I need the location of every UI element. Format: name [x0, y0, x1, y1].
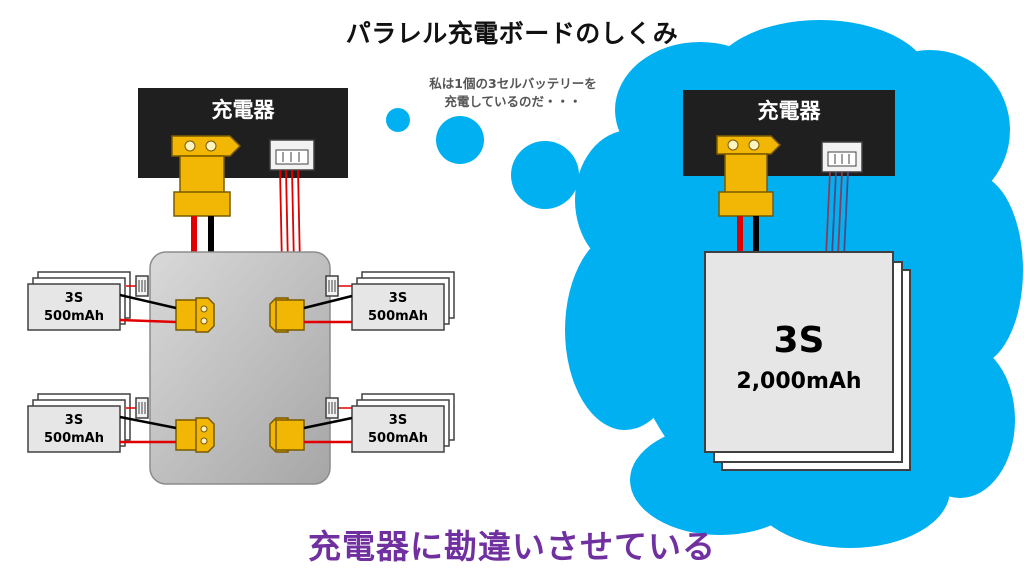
battery-br-cells: 3S	[389, 413, 407, 428]
right-leads	[737, 171, 849, 257]
battery-top-right	[303, 271, 455, 331]
thought-bubble-large	[511, 141, 579, 209]
thought-text: 私は1個の3セルバッテリーを 充電しているのだ・・・	[393, 75, 633, 111]
left-charger-label: 充電器	[212, 98, 276, 122]
right-charger: 充電器	[683, 90, 895, 217]
page-title: パラレル充電ボードのしくみ	[345, 19, 679, 48]
battery-tr-capacity: 500mAh	[368, 309, 428, 324]
battery-bl-capacity: 500mAh	[44, 431, 104, 446]
board-connector-tr	[269, 297, 305, 333]
thought-line-1: 私は1個の3セルバッテリーを	[429, 76, 597, 91]
battery-tl-capacity: 500mAh	[44, 309, 104, 324]
thought-bubble-small	[386, 108, 410, 132]
board-connector-bl	[175, 417, 215, 453]
battery-bottom-right	[303, 393, 455, 453]
board-connector-tl	[175, 297, 215, 333]
battery-br-capacity: 500mAh	[368, 431, 428, 446]
thought-bubbles	[386, 108, 579, 209]
left-charger: 充電器	[138, 88, 348, 217]
battery-bl-cells: 3S	[65, 413, 83, 428]
battery-tl-cells: 3S	[65, 291, 83, 306]
big-battery: 3S 2,000mAh	[704, 251, 911, 471]
battery-bottom-left	[27, 393, 177, 453]
thought-bubble-medium	[436, 116, 484, 164]
charger-xt-plug	[179, 155, 225, 195]
right-charger-label: 充電器	[758, 99, 822, 123]
big-battery-cells: 3S	[774, 320, 825, 361]
bottom-message: 充電器に勘違いさせている	[308, 527, 716, 566]
big-battery-capacity: 2,000mAh	[736, 369, 861, 394]
thought-line-2: 充電しているのだ・・・	[444, 94, 582, 109]
battery-top-left	[27, 271, 177, 331]
board-connector-br	[269, 417, 305, 453]
battery-tr-cells: 3S	[389, 291, 407, 306]
